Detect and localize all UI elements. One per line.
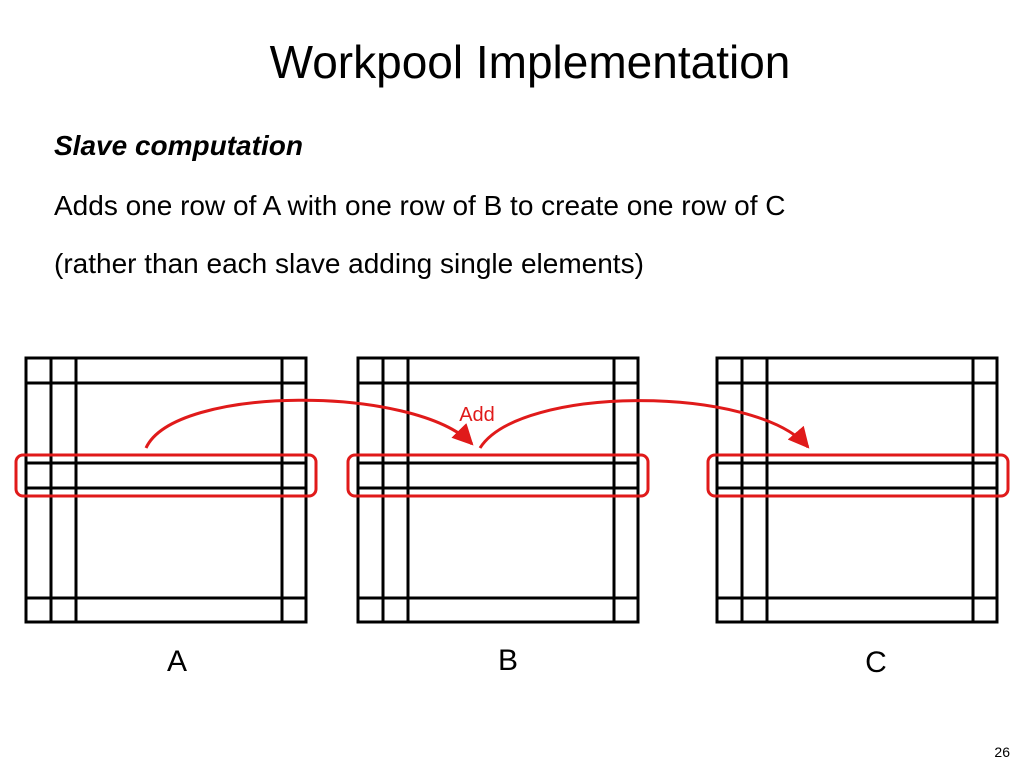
matrix-b-label: B bbox=[498, 644, 518, 677]
arrow-b-to-c bbox=[478, 399, 810, 449]
slide-subtitle: Slave computation bbox=[54, 130, 303, 161]
matrix-c bbox=[715, 356, 999, 624]
matrix-b-row-highlight bbox=[346, 453, 650, 498]
matrix-a-label: A bbox=[167, 645, 187, 678]
body-line-1: Adds one row of A with one row of B to c… bbox=[54, 190, 786, 221]
matrix-c-row-highlight bbox=[706, 453, 1010, 498]
page-number: 26 bbox=[994, 744, 1010, 760]
matrix-a-row-highlight bbox=[14, 453, 318, 498]
arrow-a-to-b bbox=[144, 398, 474, 449]
matrix-a bbox=[24, 356, 308, 624]
body-line-2: (rather than each slave adding single el… bbox=[54, 248, 644, 279]
matrix-b bbox=[356, 356, 640, 624]
arrow-label-add: Add bbox=[459, 404, 495, 426]
slide-title: Workpool Implementation bbox=[269, 36, 791, 88]
matrix-c-label: C bbox=[865, 646, 887, 679]
